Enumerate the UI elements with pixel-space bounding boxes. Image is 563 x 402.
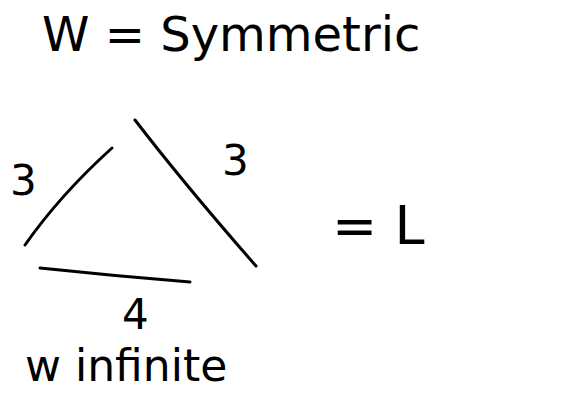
note-text: w infinite xyxy=(25,342,227,390)
side-length: 3 xyxy=(222,138,249,184)
triangle-left-side xyxy=(25,148,112,245)
equation-text: = L xyxy=(332,196,425,255)
triangle-base xyxy=(40,268,190,282)
side-length: 4 xyxy=(122,292,149,338)
side-length: 3 xyxy=(10,158,37,204)
note-heading: W = Symmetric xyxy=(42,8,420,61)
triangle-right-side xyxy=(135,120,256,266)
